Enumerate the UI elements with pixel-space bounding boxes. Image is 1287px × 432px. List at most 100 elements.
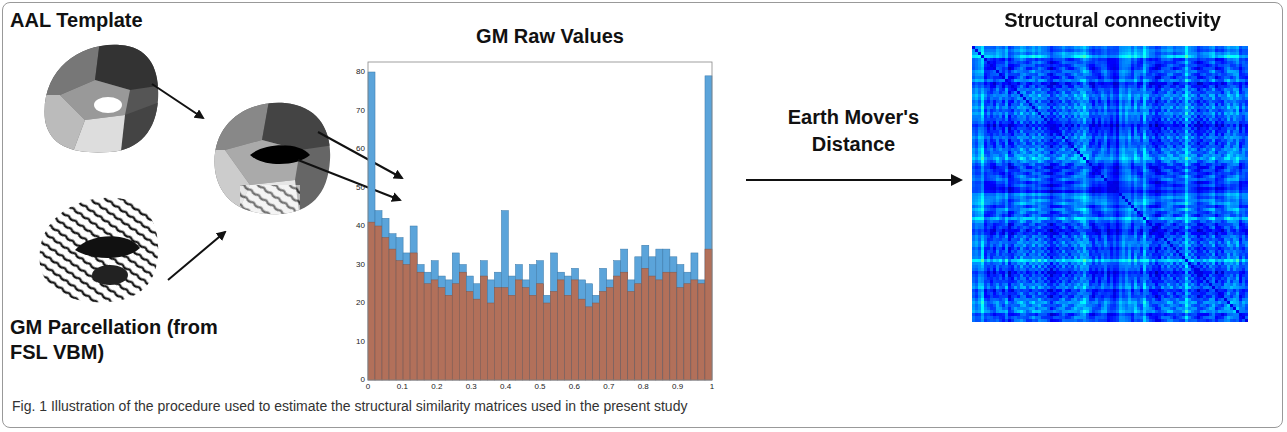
hist-bar	[403, 265, 410, 381]
hist-bar	[375, 226, 382, 380]
hist-bar	[445, 280, 452, 380]
hist-bar	[382, 238, 389, 380]
panel-heading: AAL Template	[10, 8, 143, 33]
hist-bar	[466, 276, 473, 380]
hist-bar	[579, 299, 586, 380]
hist-bar	[705, 76, 712, 380]
connectivity-matrix	[972, 46, 1248, 322]
hist-bar	[698, 280, 705, 380]
hist-bar	[670, 272, 677, 380]
panel: AAL Template	[10, 8, 170, 168]
hist-bar	[698, 284, 705, 380]
panel: GM Raw Values	[360, 24, 740, 394]
hist-bar	[487, 280, 494, 380]
hist-bar	[663, 272, 670, 380]
hist-bar	[536, 284, 543, 380]
hist-bar	[396, 238, 403, 380]
hist-bar	[691, 280, 698, 380]
axis-tick: 0	[366, 382, 370, 391]
axis-tick: 20	[356, 298, 365, 307]
hist-bar	[593, 303, 600, 380]
hist-bar	[494, 288, 501, 380]
hist-bar	[635, 257, 642, 380]
axis-tick: 30	[356, 260, 365, 269]
flow-arrow	[746, 179, 961, 181]
hist-bar	[593, 295, 600, 380]
hist-bar	[635, 284, 642, 380]
axis-tick: 0.8	[638, 382, 649, 391]
hist-bar	[375, 211, 382, 380]
hist-bar	[586, 284, 593, 380]
hist-bar	[473, 299, 480, 380]
axis-tick: 80	[356, 67, 365, 76]
hist-bar	[621, 249, 628, 380]
hist-bar	[551, 291, 558, 380]
hist-bar	[691, 253, 698, 380]
panel: GM Parcellation (from FSL VBM)	[10, 305, 225, 365]
hist-bar	[600, 291, 607, 380]
hist-bar	[614, 261, 621, 380]
hist-bar	[515, 265, 522, 381]
hist-bar	[670, 257, 677, 380]
hist-bar	[649, 257, 656, 380]
hist-bar	[403, 253, 410, 380]
hist-bar	[572, 268, 579, 380]
hist-bar	[621, 272, 628, 380]
hist-bar	[480, 261, 487, 380]
hist-bar	[522, 280, 529, 380]
hist-bar	[677, 288, 684, 380]
hist-bar	[551, 253, 558, 380]
hist-bar	[544, 303, 551, 380]
figure-caption: Fig. 1 Illustration of the procedure use…	[12, 398, 687, 414]
hist-bar	[607, 288, 614, 380]
hist-bar	[508, 295, 515, 380]
hist-bar	[459, 272, 466, 380]
hist-bar	[684, 284, 691, 380]
axis-tick: 60	[356, 144, 365, 153]
hist-bar	[417, 265, 424, 381]
axis-tick: 0.7	[603, 382, 614, 391]
axis-tick: 0.6	[569, 382, 580, 391]
axis-tick: 10	[356, 337, 365, 346]
hist-bar	[382, 218, 389, 380]
axis-tick: 0.9	[672, 382, 683, 391]
hist-bar	[529, 295, 536, 380]
axis-tick: 0	[361, 375, 365, 384]
hist-bar	[614, 276, 621, 380]
hist-bar	[558, 280, 565, 380]
hist-bar	[424, 272, 431, 380]
panel-heading: GM Raw Values	[476, 24, 624, 49]
hist-bar	[684, 272, 691, 380]
hist-bar	[431, 261, 438, 380]
hist-bar	[522, 288, 529, 380]
hist-bar	[452, 284, 459, 380]
hist-bar	[501, 211, 508, 380]
axis-tick: 0.2	[431, 382, 442, 391]
hist-bar	[572, 280, 579, 380]
hist-bar	[565, 295, 572, 380]
panel: Structural connectivity	[965, 8, 1260, 328]
hist-bar	[466, 291, 473, 380]
hist-bar	[579, 280, 586, 380]
hist-bar	[600, 268, 607, 380]
hist-bar	[642, 245, 649, 380]
hist-bar	[487, 303, 494, 380]
hist-bar	[649, 276, 656, 380]
hist-bar	[494, 272, 501, 380]
arrow-label: Earth Mover's Distance	[759, 104, 949, 158]
hist-bar	[607, 280, 614, 380]
hist-bar	[480, 276, 487, 380]
hist-bar	[410, 253, 417, 380]
hist-bar	[515, 280, 522, 380]
hist-bar	[452, 253, 459, 380]
hist-bar	[445, 295, 452, 380]
hist-bar	[558, 272, 565, 380]
hist-bar	[438, 276, 445, 380]
axis-tick: 50	[356, 183, 365, 192]
hist-bar	[438, 288, 445, 380]
axis-tick: 1	[710, 382, 714, 391]
hist-bar	[705, 249, 712, 380]
hist-bar	[410, 226, 417, 380]
axis-tick: 0.4	[500, 382, 511, 391]
hist-bar	[508, 276, 515, 380]
